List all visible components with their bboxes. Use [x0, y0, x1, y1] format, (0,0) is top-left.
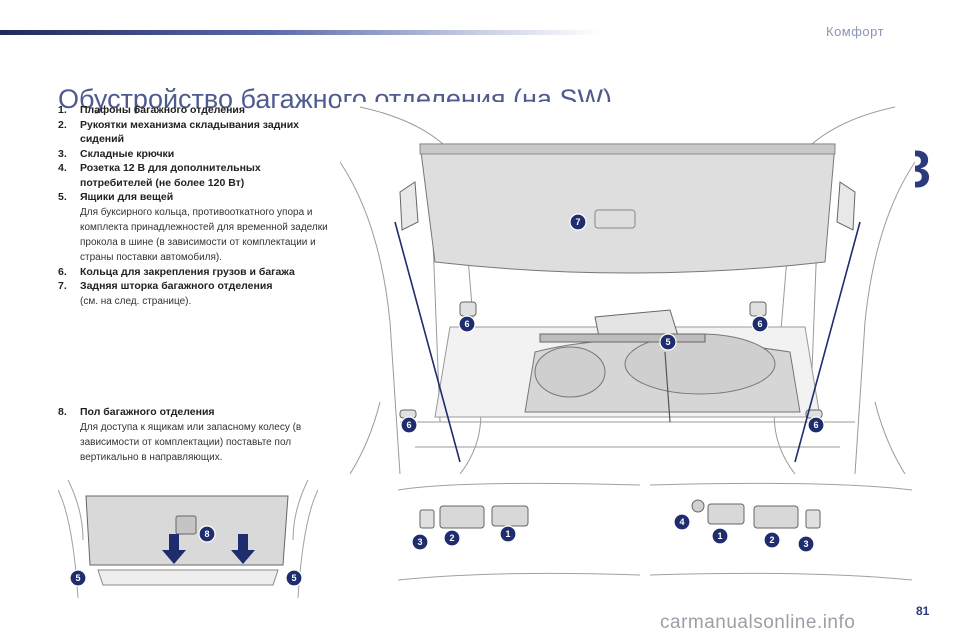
callout-5: 5	[659, 333, 677, 351]
page-number: 81	[916, 604, 930, 618]
seat-fold-handle	[439, 505, 485, 529]
arrow-down-icon	[162, 534, 186, 564]
callout-7: 7	[569, 213, 587, 231]
item-text: Пол багажного отделения	[80, 406, 215, 418]
callout-1: 1	[711, 527, 729, 545]
floor-drawing: 8 5 5	[58, 480, 318, 598]
callout-2: 2	[763, 531, 781, 549]
callout-5: 5	[69, 569, 87, 587]
watermark: carmanualsonline.info	[660, 612, 856, 633]
arrow-down-icon	[231, 534, 255, 564]
trunk-drawing: 7 6 6 5 6 6	[340, 106, 915, 474]
power-socket-icon	[691, 499, 705, 513]
item-text: Рукоятки механизма складывания задних си…	[80, 118, 300, 146]
svg-text:2: 2	[449, 533, 454, 543]
right-wall-illustration: 4 1 2 3	[650, 480, 912, 598]
callout-3: 3	[797, 535, 815, 553]
svg-text:3: 3	[803, 539, 808, 549]
svg-text:6: 6	[757, 319, 762, 329]
svg-text:1: 1	[717, 531, 722, 541]
shelf-handle	[594, 209, 636, 229]
left-wall-illustration: 3 2 1	[398, 480, 640, 598]
item-text: Кольца для закрепления грузов и багажа	[80, 265, 295, 278]
list-item: 4. Розетка 12 В для дополнительных потре…	[58, 161, 328, 190]
svg-text:7: 7	[575, 217, 580, 227]
list-item: 3. Складные крючки	[58, 147, 328, 162]
seat-fold-handle	[753, 505, 799, 529]
tie-down-ring	[459, 301, 477, 317]
item-text: Розетка 12 В для дополнительных потребит…	[80, 162, 261, 189]
floor-illustration: 8 5 5	[58, 480, 318, 598]
callout-4: 4	[673, 513, 691, 531]
callout-6: 6	[751, 315, 769, 333]
list-item: 8. Пол багажного отделения	[58, 405, 328, 420]
callout-2: 2	[443, 529, 461, 547]
item-number: 4.	[58, 162, 67, 174]
callout-6: 6	[458, 315, 476, 333]
item-number: 2.	[58, 118, 67, 131]
trunk-lamp	[491, 505, 529, 527]
tie-down-ring	[749, 301, 767, 317]
svg-text:8: 8	[204, 529, 209, 539]
item-description: (см. на след. странице).	[80, 295, 192, 307]
item-text: Ящики для вещей	[80, 191, 174, 203]
svg-text:4: 4	[679, 517, 684, 527]
parcel-shelf	[419, 143, 836, 274]
item-number: 5.	[58, 191, 67, 203]
item-text: Складные крючки	[80, 147, 175, 160]
svg-text:2: 2	[769, 535, 774, 545]
item-number: 7.	[58, 280, 67, 292]
cargo-blind-roll	[539, 333, 706, 343]
left-wall-drawing: 3 2 1	[398, 482, 640, 581]
svg-text:5: 5	[75, 573, 80, 583]
list-item: 7. Задняя шторка багажного отделения	[58, 279, 328, 294]
right-wall-drawing: 4 1 2 3	[650, 482, 912, 581]
svg-text:1: 1	[505, 529, 510, 539]
legend-list: 1. Плафоны багажного отделения 2. Рукоят…	[58, 103, 328, 309]
item-number: 3.	[58, 147, 67, 160]
callout-6: 6	[807, 416, 825, 434]
item-description: Для доступа к ящикам или запасному колес…	[80, 421, 302, 463]
callout-8: 8	[198, 525, 216, 543]
callout-3: 3	[411, 533, 429, 551]
list-item: 6. Кольца для закрепления грузов и багаж…	[58, 265, 328, 280]
callout-6: 6	[400, 416, 418, 434]
folding-hook	[419, 509, 435, 529]
svg-text:6: 6	[464, 319, 469, 329]
legend-list-floor: 8. Пол багажного отделения Для доступа к…	[58, 405, 328, 465]
item-text: Задняя шторка багажного отделения	[80, 280, 273, 292]
item-text: Плафоны багажного отделения	[80, 104, 246, 116]
svg-text:5: 5	[291, 573, 296, 583]
item-number: 6.	[58, 265, 67, 278]
svg-text:6: 6	[406, 420, 411, 430]
item-description: Для буксирного кольца, противооткатного …	[80, 206, 328, 263]
trunk-illustration: 7 6 6 5 6 6	[340, 102, 915, 474]
header-rule	[0, 30, 600, 35]
svg-text:3: 3	[417, 537, 422, 547]
list-item: 1. Плафоны багажного отделения	[58, 103, 328, 118]
section-name: Комфорт	[826, 24, 885, 39]
folding-hook	[805, 509, 821, 529]
list-item: 2. Рукоятки механизма складывания задних…	[58, 118, 328, 147]
callout-1: 1	[499, 525, 517, 543]
item-number: 8.	[58, 406, 67, 418]
trunk-lamp	[707, 503, 745, 525]
svg-text:6: 6	[813, 420, 818, 430]
item-number: 1.	[58, 104, 67, 116]
list-item: 5. Ящики для вещей	[58, 190, 328, 205]
svg-text:5: 5	[665, 337, 670, 347]
callout-5: 5	[285, 569, 303, 587]
